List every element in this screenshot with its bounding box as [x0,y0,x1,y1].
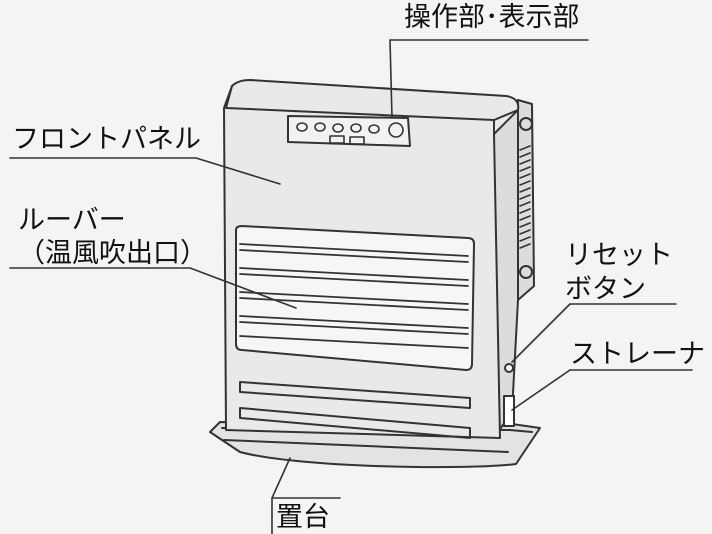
side-vents [519,145,531,249]
label-controls: 操作部･表示部 [404,2,580,33]
reset-button [504,363,514,373]
label-louver-sub: （温風吹出口） [18,238,207,269]
label-strainer: ストレーナ [570,339,705,370]
label-base: 置台 [276,502,330,533]
louver-slats [239,243,469,349]
lower-vent-1 [239,381,471,409]
leader-lines [9,39,693,534]
label-louver: ルーバー [18,205,126,236]
lower-vent-2 [239,407,471,439]
top-face [225,85,519,121]
control-panel [287,115,411,147]
label-front-panel: フロントパネル [12,124,201,155]
label-reset-line1: リセット [565,240,673,271]
control-buttons [296,122,404,145]
label-reset-line2: ボタン [565,274,646,305]
strainer [503,395,515,427]
